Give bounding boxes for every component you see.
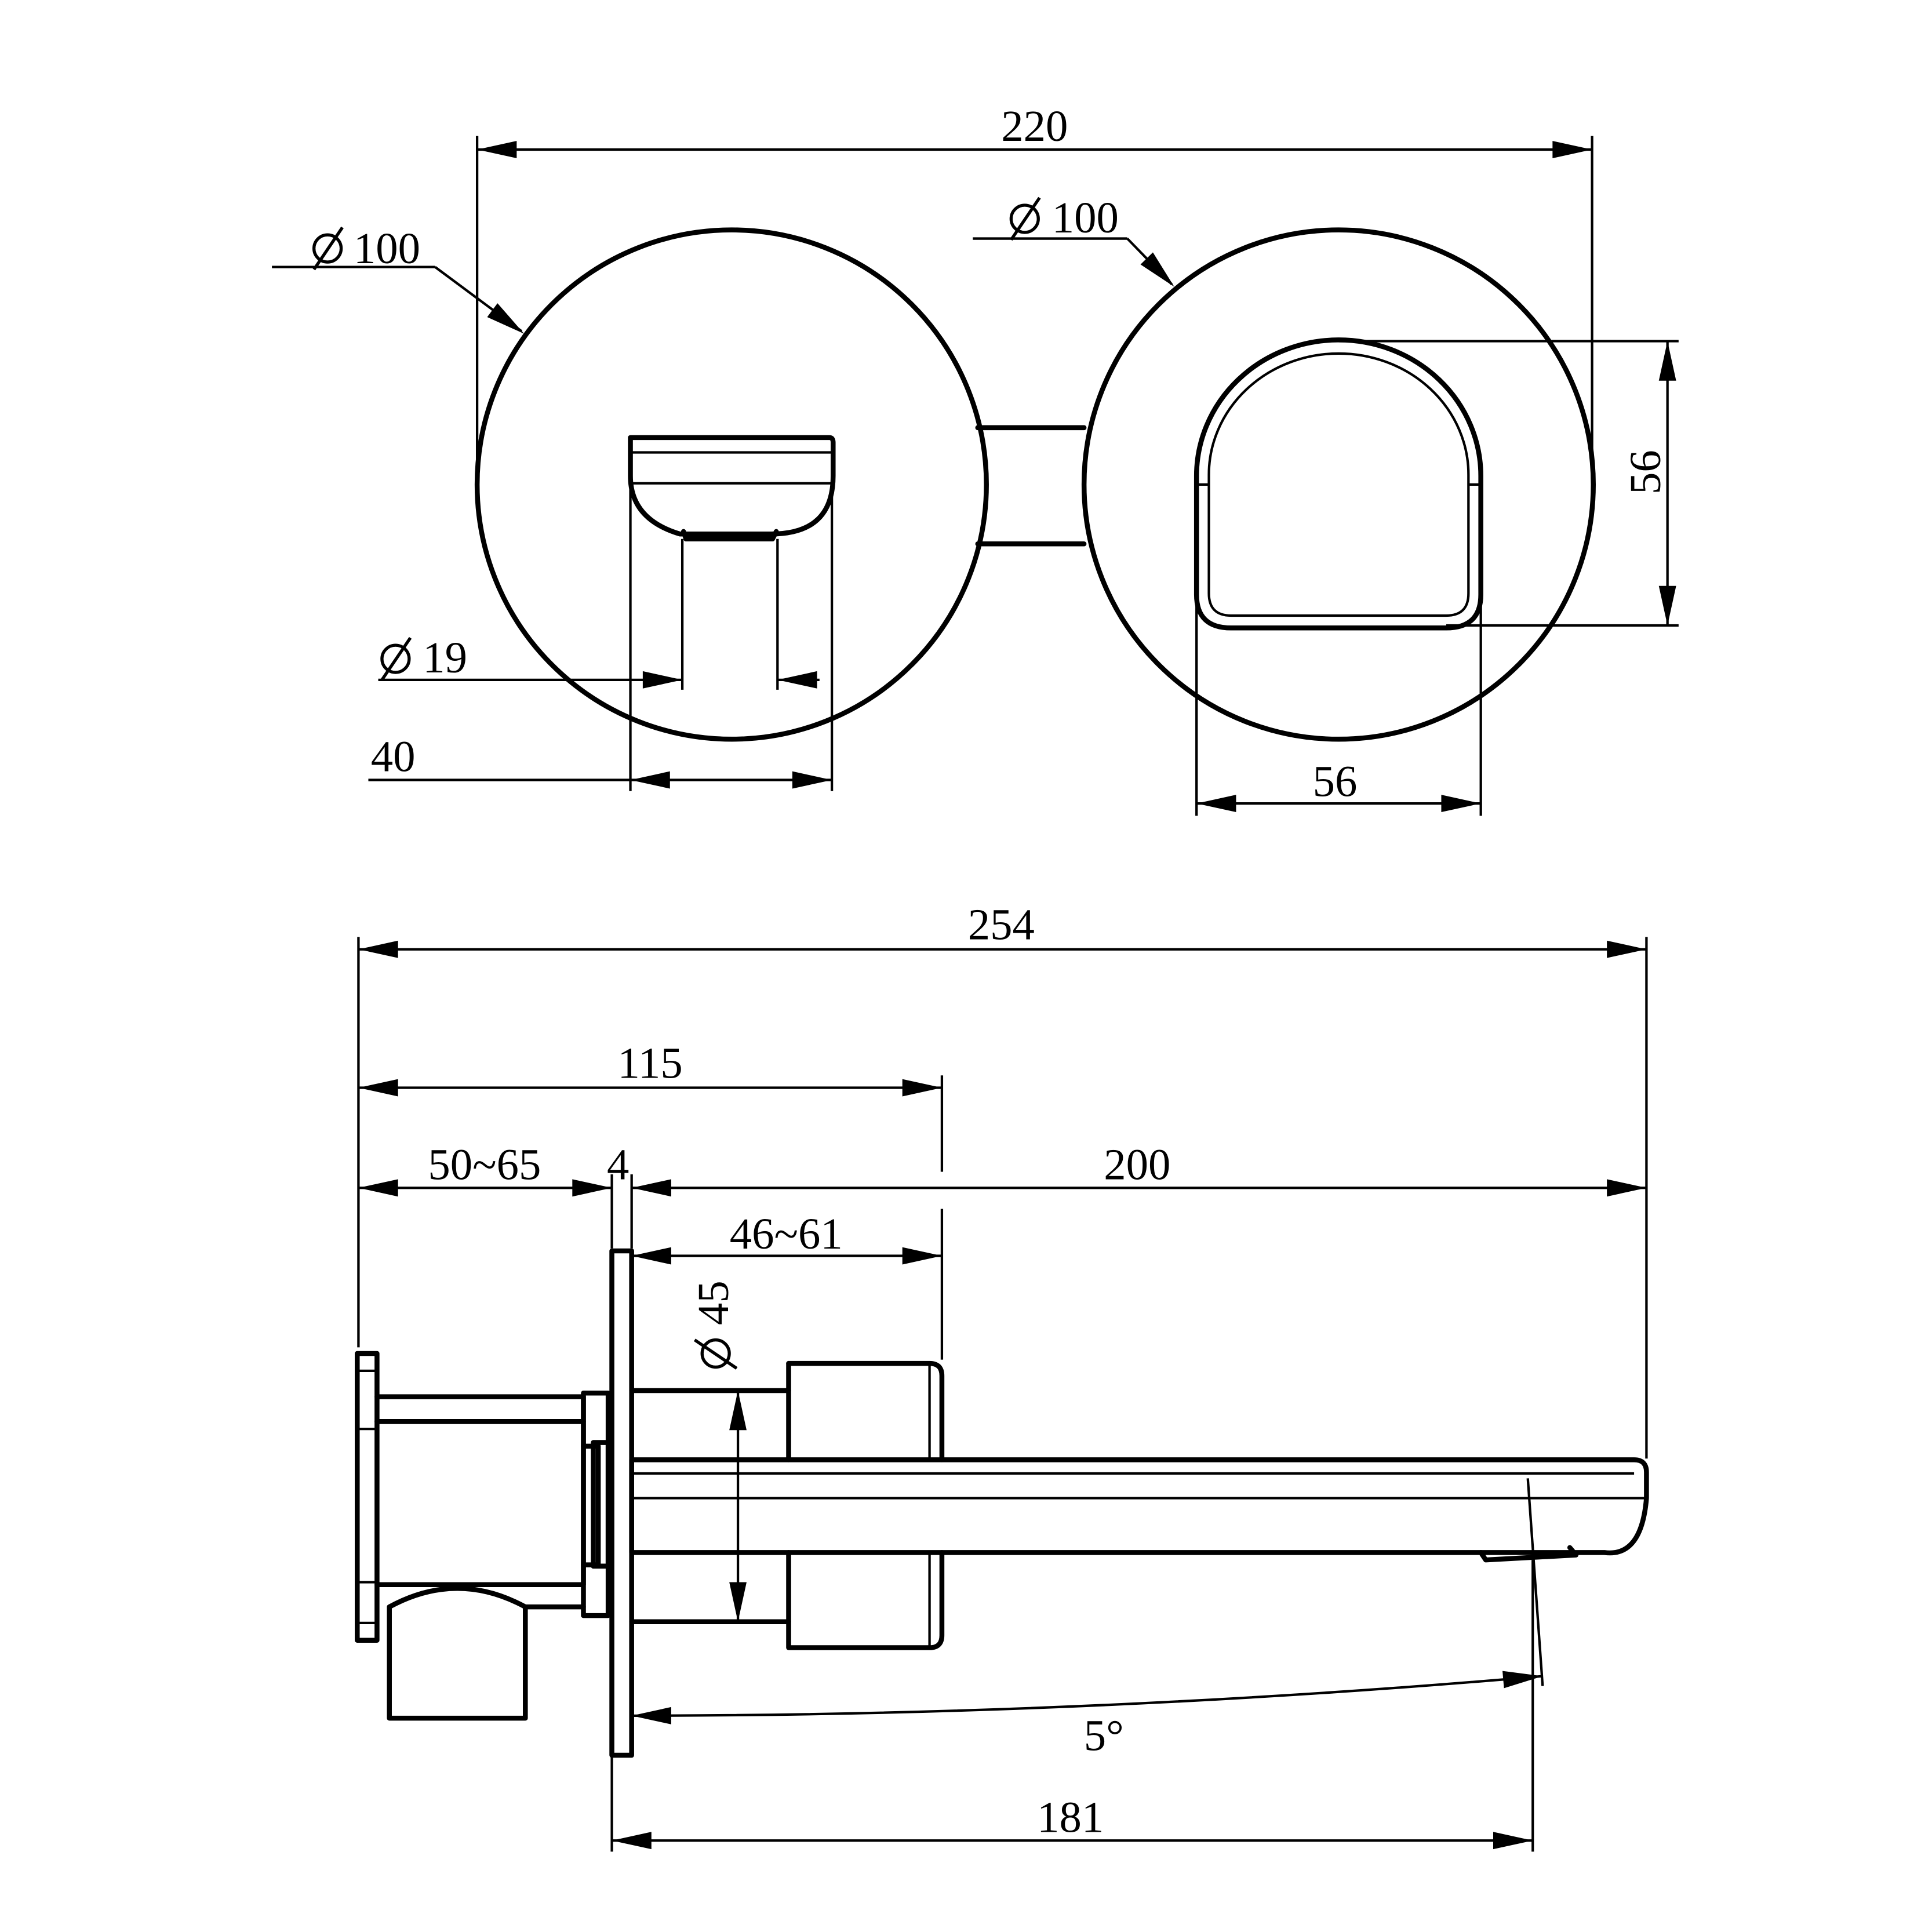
- label-overall-length: 254: [968, 900, 1035, 949]
- valve-body: [374, 1390, 611, 1721]
- label-spout-reach: 200: [1104, 1140, 1170, 1189]
- diameter-symbol: [700, 1338, 731, 1369]
- label-spout-angle: 5°: [1084, 1711, 1124, 1760]
- label-body-depth-range: 50~65: [428, 1140, 541, 1189]
- dim-outlet-projection: 181: [610, 1560, 1534, 1852]
- label-spout-outlet-diameter: 19: [423, 633, 467, 682]
- label-outlet-projection: 181: [1037, 1792, 1104, 1842]
- diameter-symbol: [312, 233, 343, 264]
- dim-body-depth: 50~65: [358, 1140, 633, 1249]
- left-wall-plate: [474, 227, 989, 742]
- spout-front: [628, 435, 836, 542]
- dim-wall-to-handle: 115: [358, 1038, 944, 1172]
- label-left-plate-diameter: 100: [354, 224, 420, 273]
- dim-handle-diameter: 45: [689, 1280, 747, 1622]
- label-handle-offset-range: 46~61: [730, 1209, 843, 1258]
- label-overall-width-top: 220: [1001, 101, 1068, 151]
- handle-front: [1194, 337, 1483, 631]
- label-right-plate-diameter: 100: [1052, 193, 1119, 242]
- dim-spout-outlet-diameter: 19: [378, 539, 820, 690]
- dim-plate-thickness: 4: [607, 1140, 629, 1189]
- right-wall-plate: [1081, 227, 1596, 742]
- dim-overall-width-top: 220: [475, 101, 1593, 480]
- dim-overall-length: 254: [357, 900, 1648, 1459]
- label-wall-to-handle: 115: [618, 1038, 683, 1087]
- label-spout-width: 40: [371, 732, 416, 781]
- label-handle-diameter: 45: [689, 1280, 738, 1325]
- handle-side: [629, 1360, 945, 1650]
- rear-flange: [355, 1351, 380, 1643]
- diameter-symbol: [1009, 203, 1040, 234]
- plate-connector: [975, 425, 1087, 547]
- side-view: 254 115 50~65 4 200: [355, 900, 1649, 1852]
- dim-handle-offset: 46~61: [631, 1209, 944, 1360]
- dim-right-plate-diameter: 100: [973, 193, 1181, 293]
- dim-spout-angle: 5°: [631, 1478, 1544, 1760]
- dim-handle-height: 56: [1338, 340, 1679, 627]
- label-handle-width: 56: [1313, 756, 1358, 806]
- dim-spout-reach: 200: [631, 1140, 1647, 1197]
- wall-plate-side: [609, 1248, 634, 1758]
- label-plate-thickness: 4: [607, 1140, 629, 1189]
- diameter-symbol: [380, 643, 411, 674]
- dim-handle-width: 56: [1195, 605, 1482, 816]
- spout-side: [629, 1457, 1649, 1563]
- dim-spout-width: 40: [368, 454, 834, 791]
- front-view: 220 100 100: [272, 101, 1679, 816]
- label-handle-height: 56: [1621, 450, 1670, 494]
- dim-left-plate-diameter: 100: [272, 224, 530, 341]
